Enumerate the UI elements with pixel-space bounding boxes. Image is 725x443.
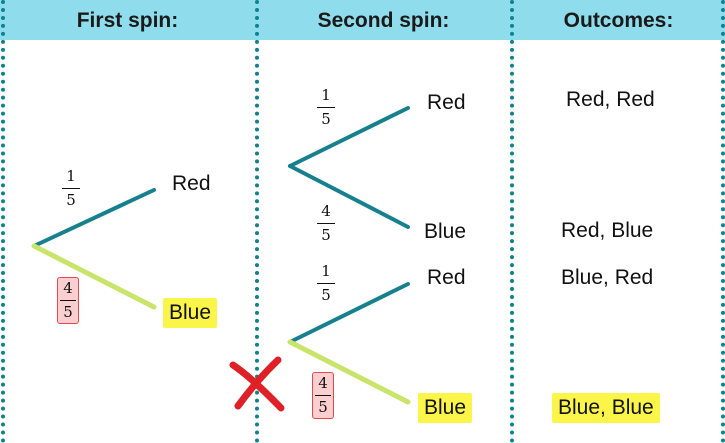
branch-red-blue bbox=[288, 164, 410, 229]
outcome-label-first-blue: Blue bbox=[163, 298, 218, 328]
outcome-blue-red: Blue, Red bbox=[561, 266, 654, 289]
header-first-spin: First spin: bbox=[76, 9, 179, 32]
branch-blue-red bbox=[288, 282, 410, 344]
label-red-blue: Blue bbox=[424, 220, 467, 243]
branch-first-blue bbox=[31, 243, 157, 310]
outcome-red-blue: Red, Blue bbox=[561, 219, 654, 242]
divider-1 bbox=[255, 0, 259, 443]
label-blue-red: Red bbox=[427, 266, 466, 289]
label-blue-blue: Blue bbox=[418, 393, 473, 423]
header-bar bbox=[0, 0, 725, 40]
branch-first-red bbox=[32, 188, 156, 248]
divider-right bbox=[721, 0, 725, 443]
outcome-label-first-red: Red bbox=[172, 172, 211, 195]
branch-blue-blue bbox=[287, 339, 411, 405]
header-outcomes: Outcomes: bbox=[563, 9, 674, 32]
outcome-blue-blue: Blue, Blue bbox=[552, 393, 660, 423]
outcome-red-red: Red, Red bbox=[566, 88, 655, 111]
label-red-red: Red bbox=[427, 91, 466, 114]
divider-left bbox=[1, 0, 5, 443]
header-second-spin: Second spin: bbox=[317, 9, 450, 32]
red-cross-mark-icon bbox=[229, 356, 285, 412]
branch-red-red bbox=[288, 106, 410, 168]
divider-2 bbox=[510, 0, 514, 443]
